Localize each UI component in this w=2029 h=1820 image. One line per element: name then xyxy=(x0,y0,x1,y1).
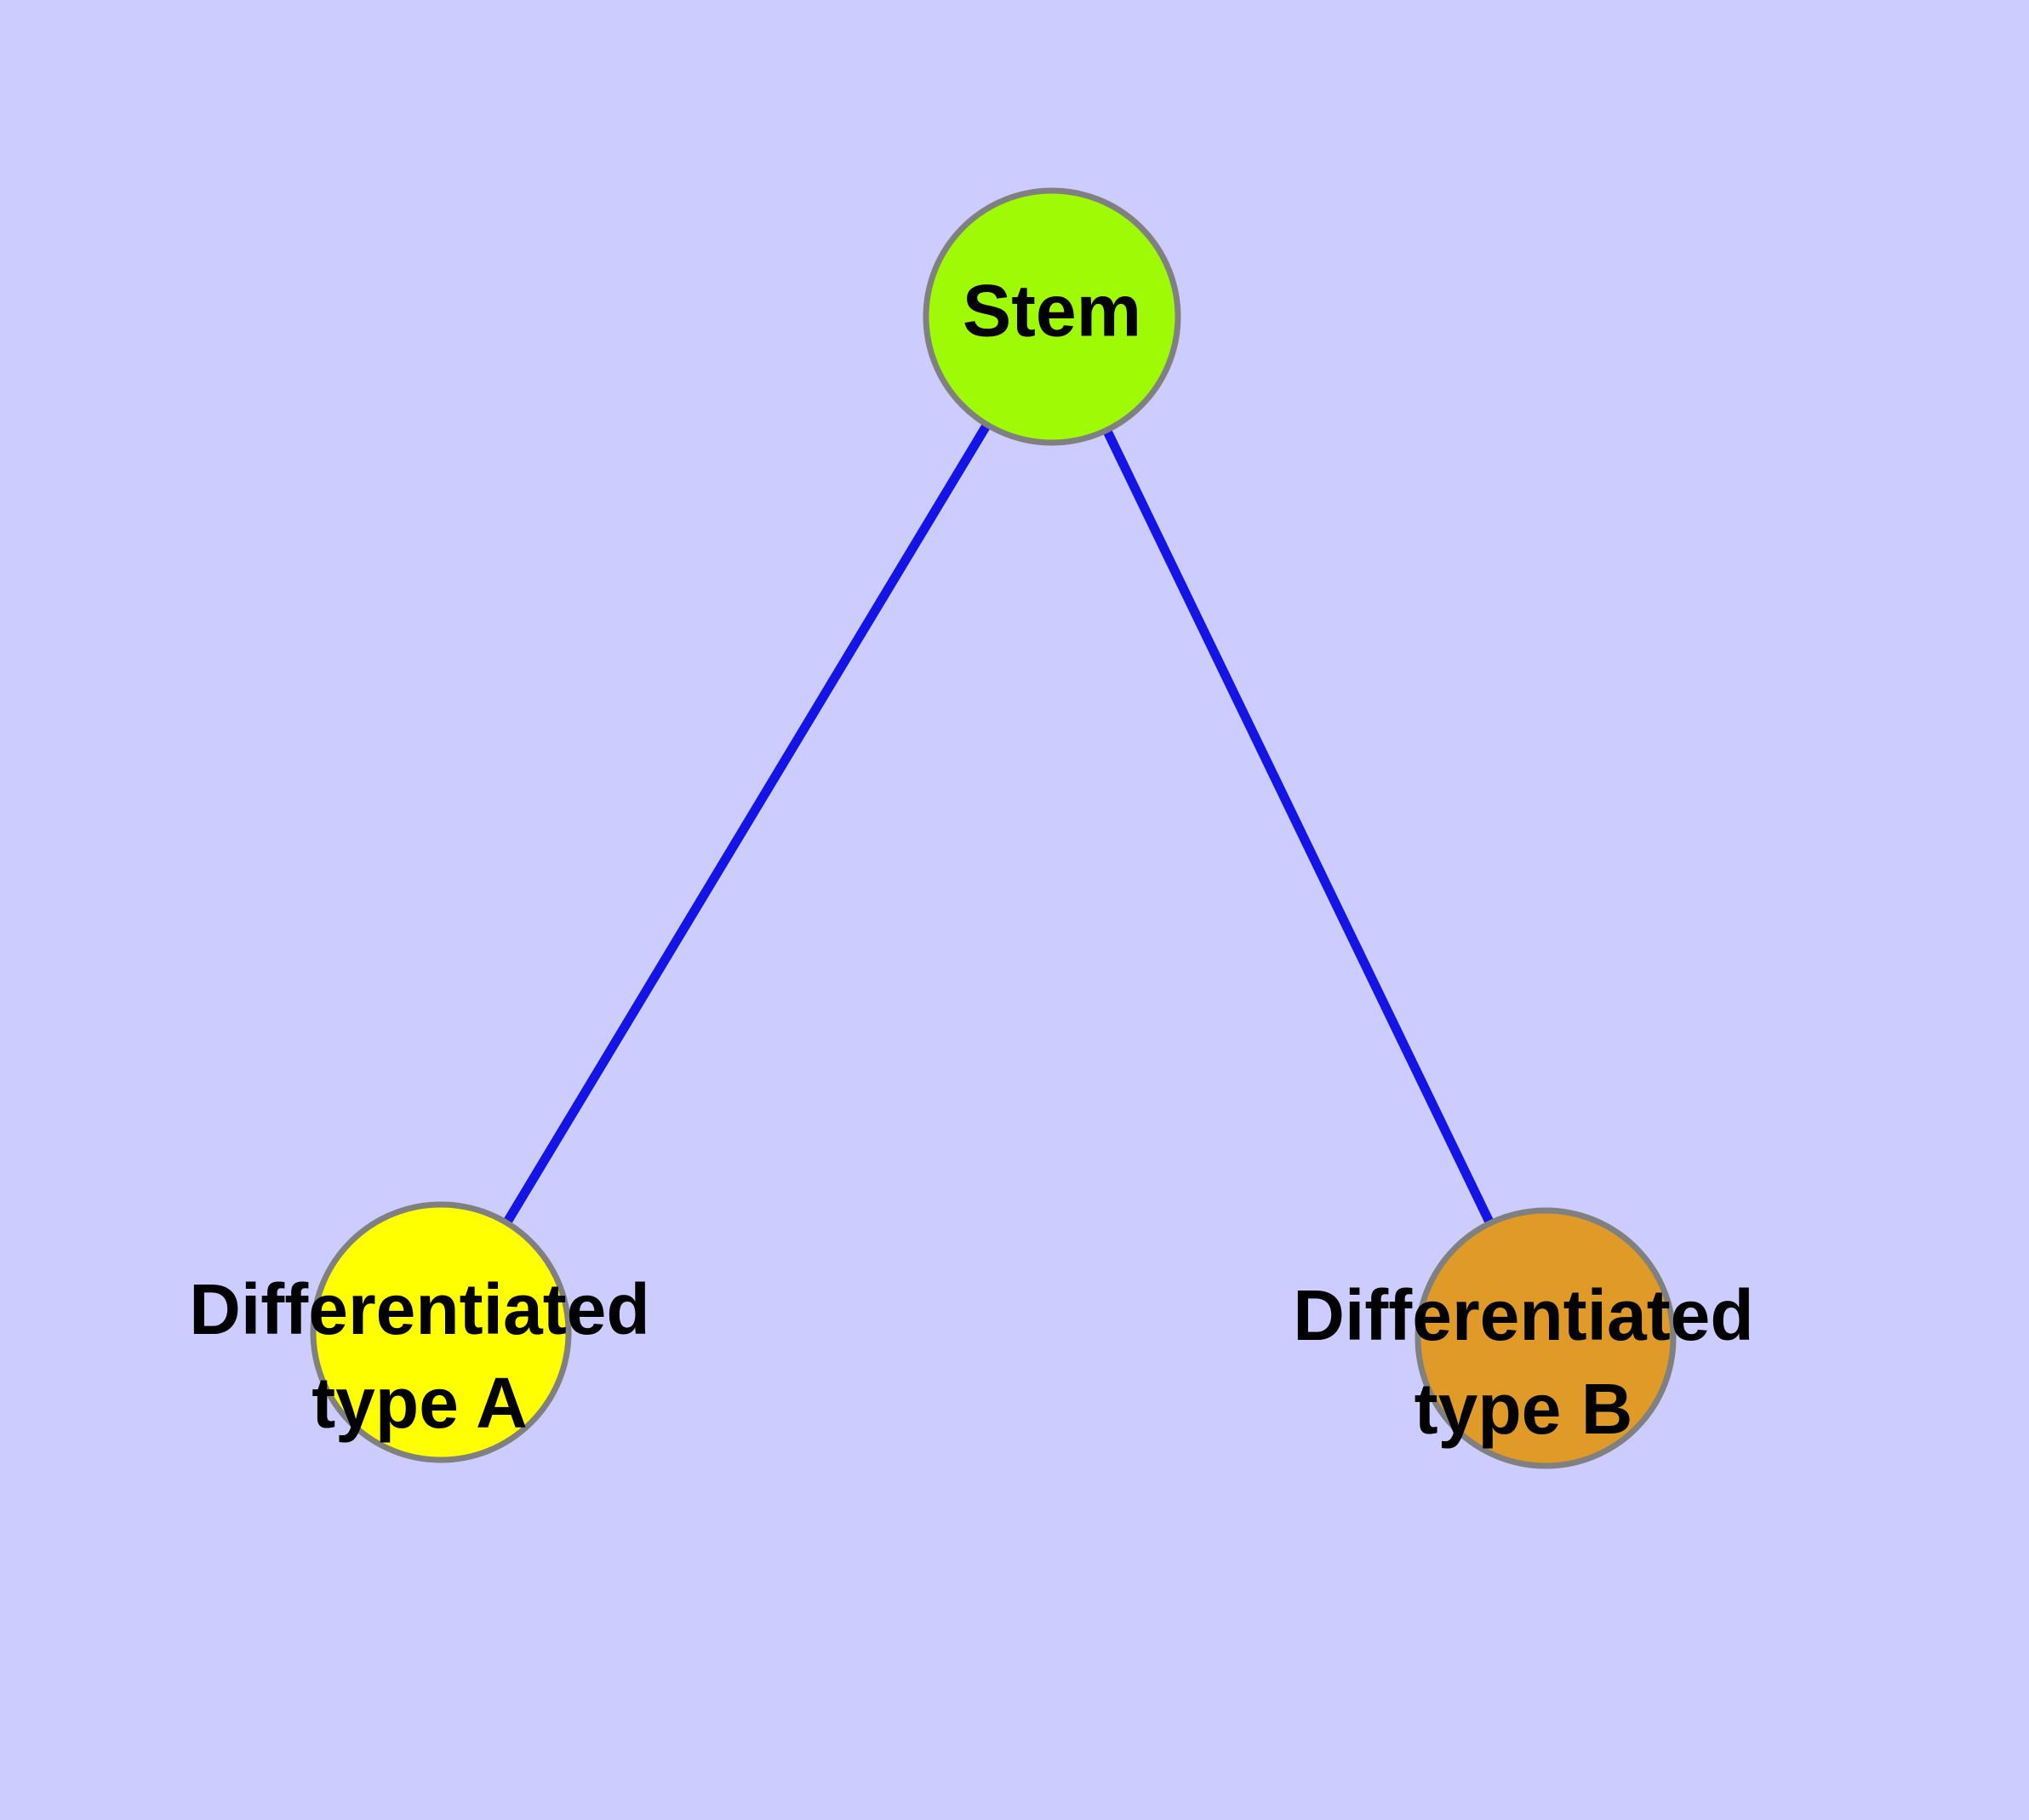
edge-stem-to-diff-a[interactable] xyxy=(437,314,1056,1335)
label-layer: Stem Differentiated type A Differentiate… xyxy=(189,271,1753,1449)
node-stem-circle[interactable] xyxy=(923,187,1181,446)
node-layer xyxy=(310,187,1677,1469)
node-diff-b-label-line1: Differentiated xyxy=(1293,1275,1753,1355)
node-diff-a-label-line1: Differentiated xyxy=(189,1269,649,1349)
node-diff-b[interactable] xyxy=(1415,1207,1677,1469)
edge-layer xyxy=(437,314,1550,1341)
node-diff-b-label-line2: type B xyxy=(1415,1369,1633,1449)
node-diff-a-circle[interactable] xyxy=(310,1201,572,1463)
node-stem[interactable] xyxy=(923,187,1181,446)
node-diff-b-circle[interactable] xyxy=(1415,1207,1677,1469)
edge-stem-to-diff-b[interactable] xyxy=(1048,314,1550,1341)
node-diff-a[interactable] xyxy=(310,1201,572,1463)
node-stem-label: Stem xyxy=(963,271,1141,352)
node-diff-a-label-line2: type A xyxy=(311,1363,528,1443)
